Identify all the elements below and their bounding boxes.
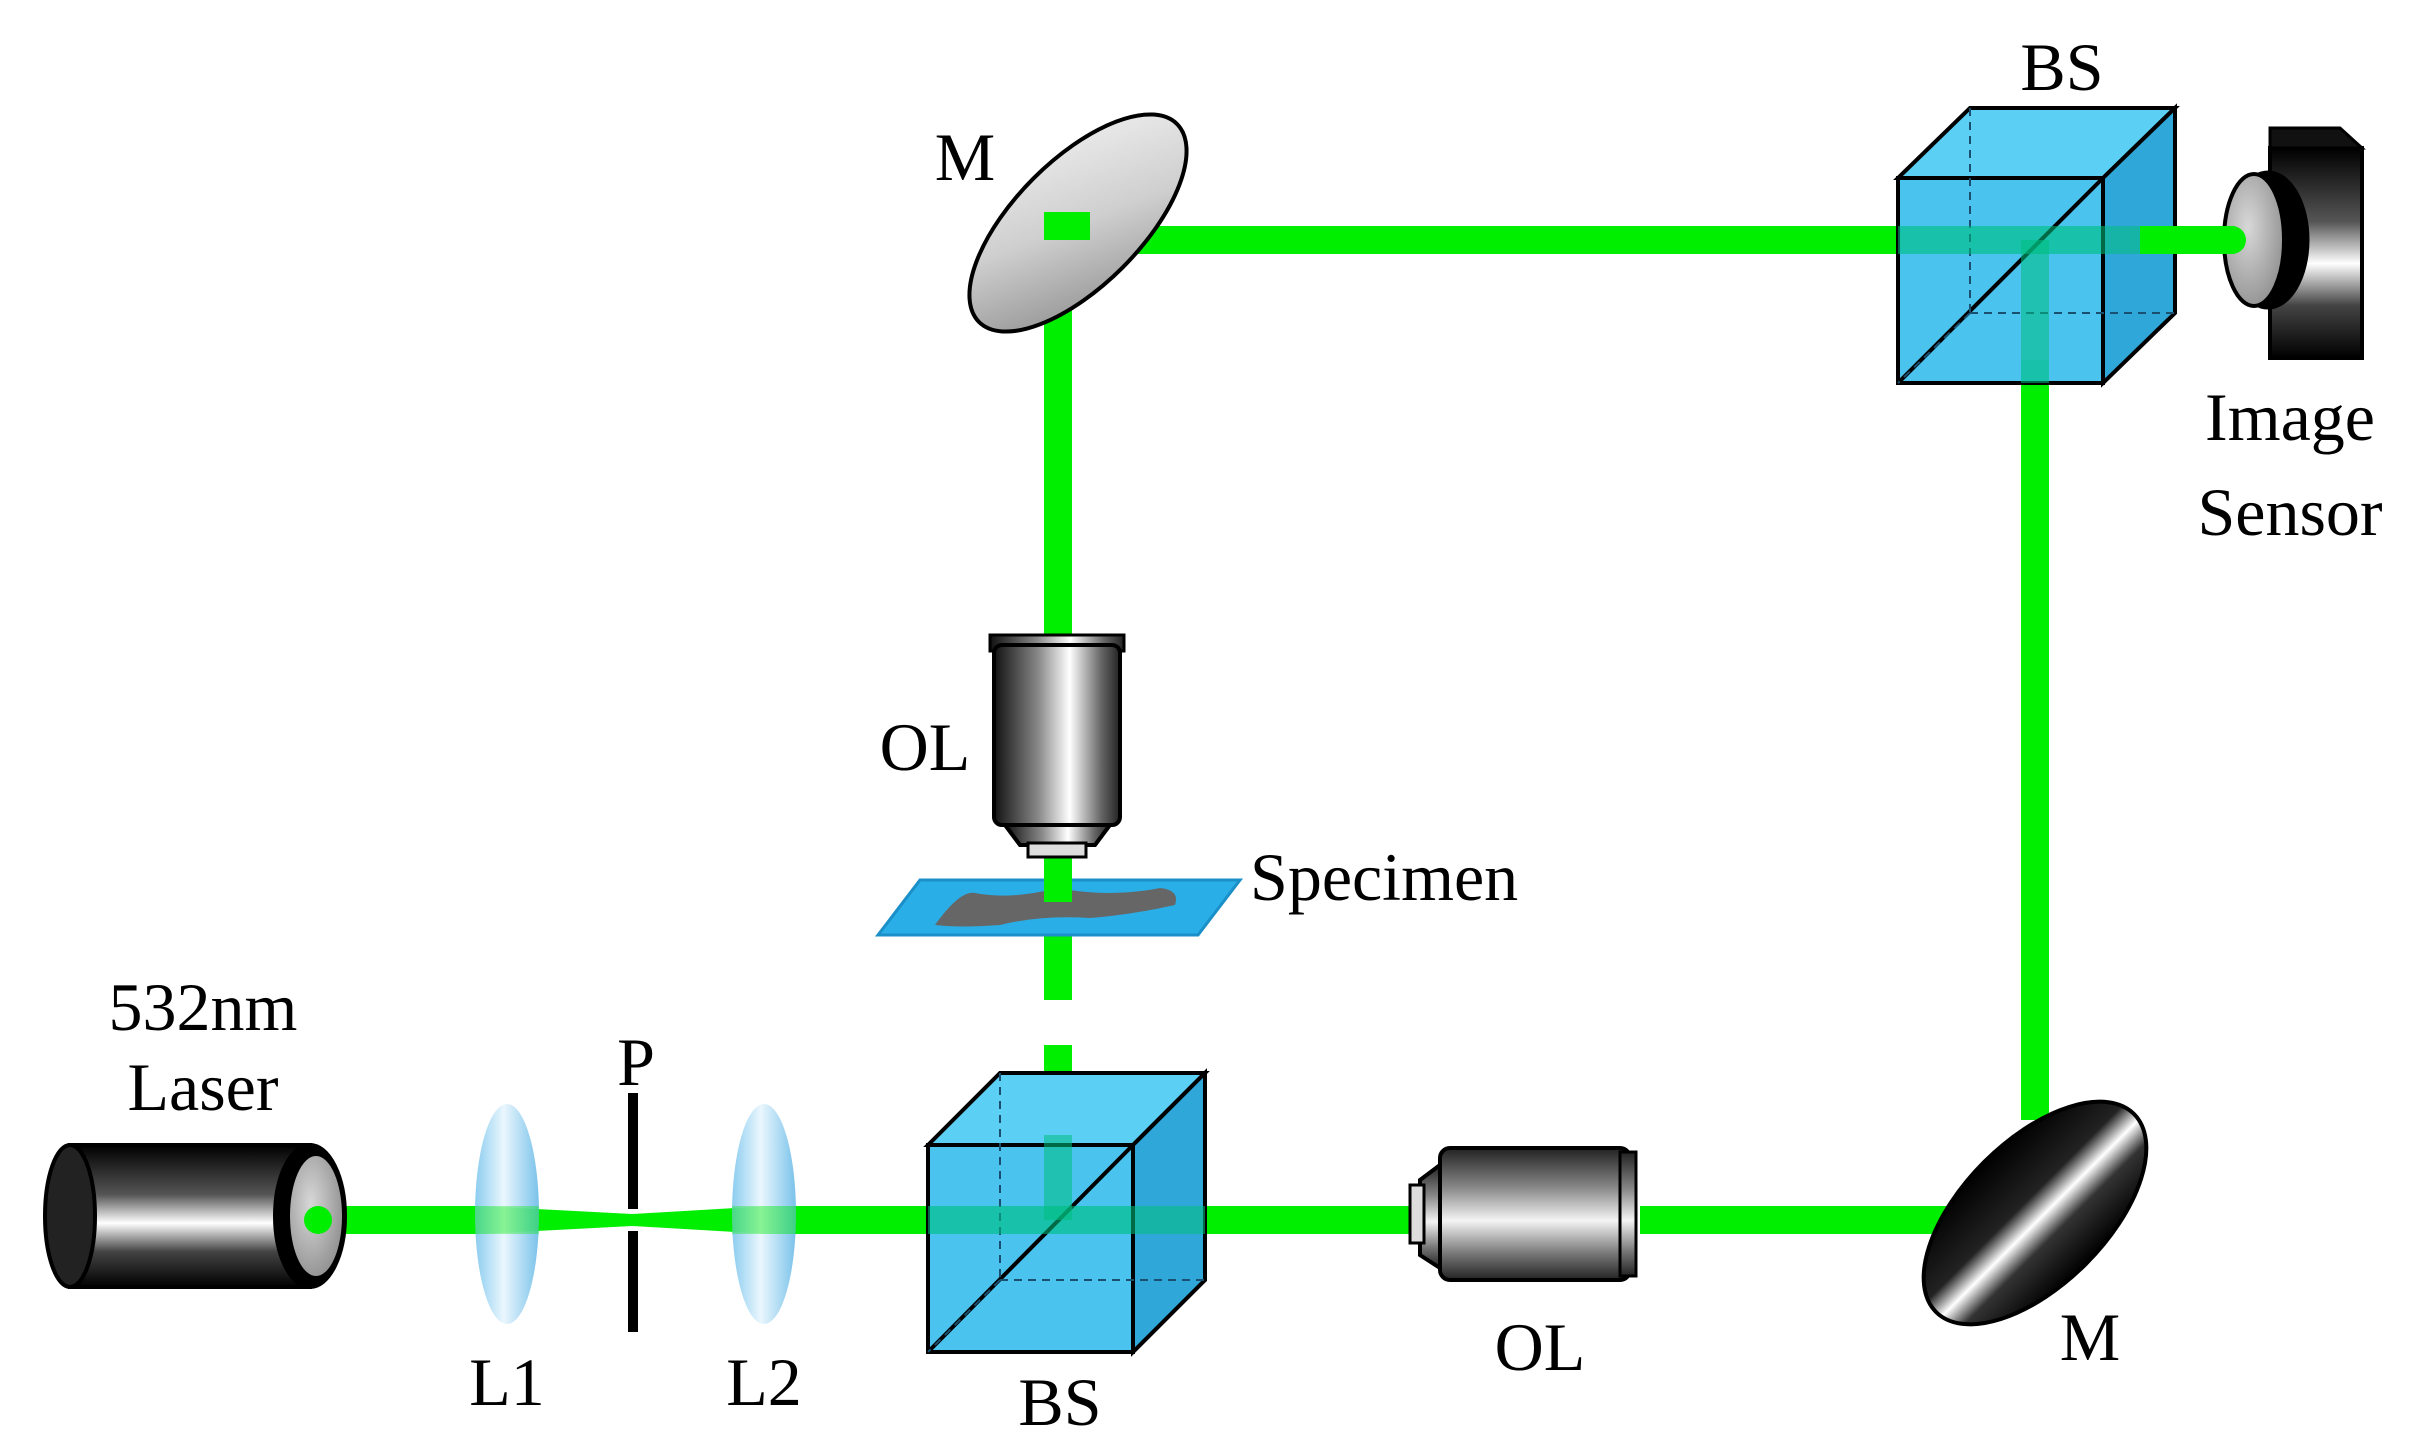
bs-bottom-label: BS [1018,1364,1101,1440]
lens-l1-label: L1 [469,1344,545,1420]
mirror-bottom [1921,1099,2149,1327]
ol-bottom-label: OL [1495,1309,1586,1385]
sensor-label-line2: Sensor [2197,474,2382,550]
mirror-bottom-label: M [2060,1299,2120,1375]
sensor-label-line1: Image [2205,379,2375,455]
beam-splitter-bottom [923,1068,1210,1357]
objective-lens-top [988,633,1126,859]
mirror-top [967,112,1189,334]
objective-lens-bottom [1408,1146,1638,1282]
specimen-label: Specimen [1250,839,1518,915]
pinhole [628,1093,638,1332]
laser-source [43,1143,347,1289]
ol-top-label: OL [880,709,971,785]
pinhole-label: P [617,1024,655,1100]
lens-l1 [475,1104,539,1324]
bs-top-label: BS [2020,29,2103,105]
image-sensor [2140,126,2366,360]
beam-splitter-top [1893,103,2180,388]
lens-l2-label: L2 [726,1344,802,1420]
mirror-top-label: M [935,119,995,195]
specimen-slide [874,862,1244,937]
laser-label-line2: Laser [127,1049,278,1125]
lens-l2 [732,1104,796,1324]
laser-label-line1: 532nm [109,969,298,1045]
